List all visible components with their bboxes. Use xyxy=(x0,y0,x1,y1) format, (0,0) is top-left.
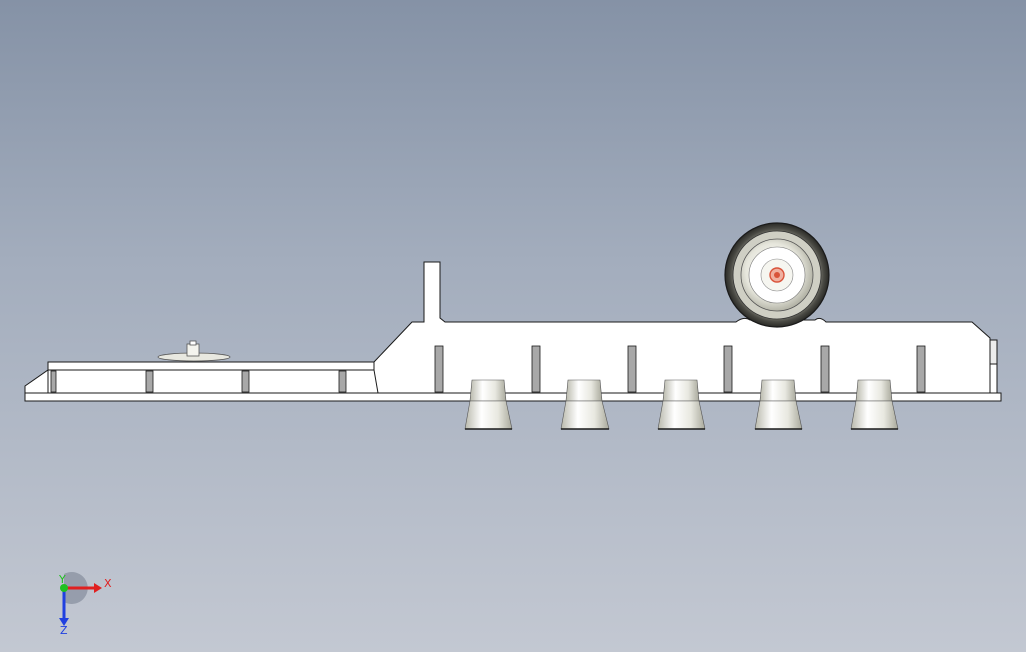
coordinate-triad: X Y Z xyxy=(58,571,112,637)
x-axis-label: X xyxy=(104,577,112,590)
knob-stem xyxy=(186,343,200,357)
body-slot xyxy=(531,345,541,393)
z-axis-arrow xyxy=(59,618,69,626)
foot[interactable] xyxy=(850,379,899,430)
right-end-cap-lower[interactable] xyxy=(989,363,998,394)
left-end-block[interactable] xyxy=(24,369,49,394)
z-axis-label: Z xyxy=(60,624,68,637)
rail-slot xyxy=(50,370,57,393)
body-slot xyxy=(820,345,830,393)
left-rail[interactable] xyxy=(47,361,375,371)
left-rail-slots xyxy=(50,370,347,393)
y-axis-label: Y xyxy=(58,573,66,586)
body-slot xyxy=(723,345,733,393)
foot[interactable] xyxy=(464,379,513,430)
base-plate[interactable] xyxy=(24,392,1002,402)
rail-slot xyxy=(241,370,250,393)
body-slot xyxy=(916,345,926,393)
wheel[interactable] xyxy=(724,222,830,328)
y-axis-dot xyxy=(60,584,68,592)
rail-slot xyxy=(338,370,347,393)
feet xyxy=(464,379,899,430)
rail-slot xyxy=(145,370,154,393)
knob-cap xyxy=(189,340,197,346)
body-slot xyxy=(627,345,637,393)
foot[interactable] xyxy=(754,379,803,430)
left-rail-lower[interactable] xyxy=(47,369,379,394)
right-end-cap[interactable] xyxy=(989,339,998,365)
x-axis-arrow xyxy=(94,583,102,593)
main-body[interactable] xyxy=(373,261,991,394)
body-slot xyxy=(434,345,444,393)
body-slots xyxy=(434,345,926,393)
hub-bolt-center xyxy=(774,272,780,278)
foot[interactable] xyxy=(657,379,706,430)
foot[interactable] xyxy=(560,379,610,430)
rail-knob[interactable] xyxy=(157,340,231,362)
